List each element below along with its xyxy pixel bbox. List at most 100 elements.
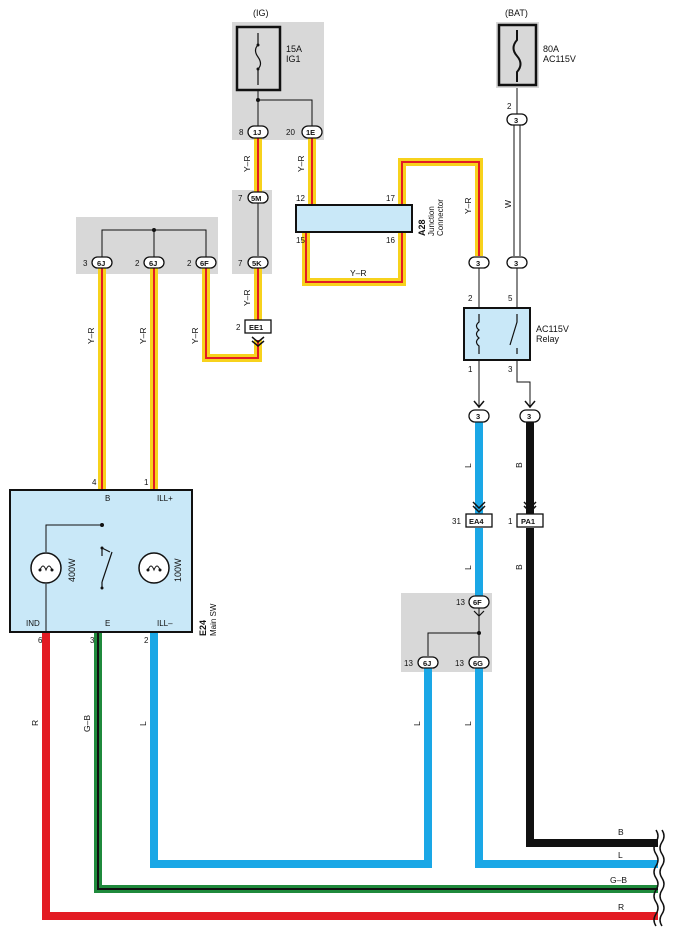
pin-17: 17 bbox=[386, 194, 395, 203]
label-yr-6f: Y–R bbox=[190, 327, 200, 344]
sw-term-ill-plus: ILL+ bbox=[157, 494, 173, 503]
conn-3-left bbox=[468, 256, 490, 269]
conn-6j-bottom bbox=[417, 656, 439, 669]
conn-3-mid bbox=[506, 256, 528, 269]
conn-1j-label: 1J bbox=[253, 128, 261, 137]
sw-lamp-right-icon bbox=[138, 552, 170, 584]
sw-lamp-right-label: 100W bbox=[173, 558, 183, 582]
pin-12: 12 bbox=[296, 194, 305, 203]
conn-6f-bottom-label: 6F bbox=[473, 598, 482, 607]
relay-label: Relay bbox=[536, 334, 560, 344]
junction-code: A28 bbox=[417, 219, 427, 236]
conn-ea4-label: EA4 bbox=[469, 517, 484, 526]
label-yr-6j-left: Y–R bbox=[86, 327, 96, 344]
pin-16: 16 bbox=[386, 236, 395, 245]
pin-15: 15 bbox=[296, 236, 305, 245]
conn-5k bbox=[247, 256, 269, 269]
label-out-b: B bbox=[618, 827, 624, 837]
pin-2-bat: 2 bbox=[507, 102, 512, 111]
sw-lamp-left-wire bbox=[45, 524, 102, 632]
pin-7a: 7 bbox=[238, 194, 243, 203]
label-l-ill: L bbox=[138, 721, 148, 726]
terminals: 1J 1E 8 20 5M 5K 7 7 6J 6J 6F 3 2 2 EE1 … bbox=[83, 98, 544, 669]
conn-3-l bbox=[468, 409, 490, 423]
label-b-pa1: B bbox=[514, 564, 524, 570]
sw-lamp-left-icon bbox=[30, 552, 62, 584]
label-yr-relay: Y–R bbox=[463, 197, 473, 214]
label-w-bat: W bbox=[503, 200, 513, 208]
label-yr-1e: Y–R bbox=[296, 155, 306, 172]
label-yr-1j: Y–R bbox=[242, 155, 252, 172]
label-l-6j: L bbox=[412, 721, 422, 726]
conn-1e-label: 1E bbox=[306, 128, 315, 137]
conn-5m-label: 5M bbox=[251, 194, 261, 203]
pin-13b: 13 bbox=[404, 659, 413, 668]
sw-pin-6: 6 bbox=[38, 636, 43, 645]
pin-2b: 2 bbox=[187, 259, 192, 268]
conn-5m bbox=[247, 191, 269, 204]
conn-6j-left-label: 6J bbox=[97, 259, 105, 268]
relay-box bbox=[463, 307, 531, 361]
label-out-r: R bbox=[618, 902, 624, 912]
pin-7b: 7 bbox=[238, 259, 243, 268]
break-marks bbox=[653, 829, 665, 927]
pin-20: 20 bbox=[286, 128, 295, 137]
label-out-gb: G–B bbox=[610, 875, 627, 885]
fuse-ig-dot-top bbox=[256, 43, 260, 47]
junction-name: Junction bbox=[427, 206, 436, 236]
wire-labels: Y–R Y–R Y–R Y–R Y–R Y–R Y–R Y–R W L B L … bbox=[30, 155, 627, 912]
fuse-ig-source: (IG) bbox=[253, 8, 269, 18]
pin-13a: 13 bbox=[456, 598, 465, 607]
conn-3-mid-label: 3 bbox=[514, 259, 518, 268]
conn-ea4 bbox=[465, 513, 493, 528]
main-switch-e24: B ILL+ IND E ILL– 400W 100W 4 1 6 3 2 E2… bbox=[9, 478, 218, 645]
pin-13c: 13 bbox=[455, 659, 464, 668]
label-l-ea4: L bbox=[463, 565, 473, 570]
sw-term-ind: IND bbox=[26, 619, 40, 628]
conn-3-b bbox=[519, 409, 541, 423]
conn-ee1-label: EE1 bbox=[249, 323, 263, 332]
relay-out-right bbox=[516, 358, 531, 408]
junction-name2: Connector bbox=[436, 199, 445, 236]
conn-6j-bottom-label: 6J bbox=[423, 659, 431, 668]
pin-2-ee1: 2 bbox=[236, 323, 241, 332]
sw-switch-gap bbox=[98, 548, 106, 588]
conn-6f-bottom bbox=[468, 595, 490, 609]
label-l-relay: L bbox=[463, 463, 473, 468]
pin-1-pa1: 1 bbox=[508, 517, 513, 526]
fuse-bat-inner bbox=[497, 23, 538, 87]
sw-pin-3: 3 bbox=[90, 636, 95, 645]
fuse-bat-amp: 80A bbox=[543, 44, 559, 54]
ig-split bbox=[258, 99, 313, 126]
label-r-ind: R bbox=[30, 720, 40, 726]
sw-term-e: E bbox=[105, 619, 110, 628]
conn-6j-left bbox=[91, 256, 113, 269]
sw-lamp-left-label: 400W bbox=[67, 558, 77, 582]
junction-connector-a28: 12 15 17 16 A28 Junction Connector bbox=[295, 194, 445, 245]
conn-6g bbox=[468, 656, 490, 669]
conn-1e bbox=[301, 125, 323, 139]
fuse-ig-icon bbox=[254, 33, 262, 85]
conn-6j-mid bbox=[143, 256, 165, 269]
label-b-relay: B bbox=[514, 462, 524, 468]
l-wires bbox=[150, 422, 658, 868]
yr-wires bbox=[98, 138, 483, 490]
conn-6g-label: 6G bbox=[473, 659, 483, 668]
sw-pin-1: 1 bbox=[144, 478, 149, 487]
label-out-l: L bbox=[618, 850, 623, 860]
ac115v-relay: 2 5 1 3 AC115V Relay bbox=[463, 294, 569, 374]
label-yr-5mk: Y–R bbox=[242, 289, 252, 306]
pin-3a: 3 bbox=[83, 259, 88, 268]
conn-6f-top bbox=[195, 256, 217, 269]
conn-5k-label: 5K bbox=[252, 259, 262, 268]
sw-switch-icon bbox=[101, 547, 113, 588]
pin-8: 8 bbox=[239, 128, 244, 137]
label-yr-junction: Y–R bbox=[350, 268, 367, 278]
ee1-arrow-icon bbox=[251, 336, 265, 347]
relay-pin-5: 5 bbox=[508, 294, 513, 303]
conn-3-l-label: 3 bbox=[476, 412, 480, 421]
conn-3-top bbox=[506, 113, 528, 126]
sw-pin-2: 2 bbox=[144, 636, 149, 645]
relay-switch-icon bbox=[509, 314, 518, 354]
